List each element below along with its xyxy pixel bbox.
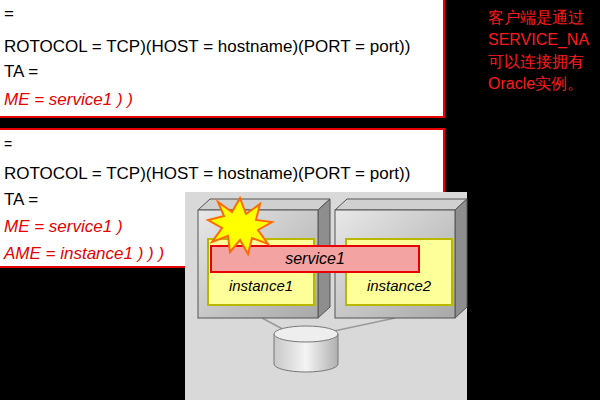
service-name: service1	[285, 249, 345, 269]
code-line: ME = service1 )	[4, 217, 123, 237]
instance-name: instance2	[367, 276, 431, 296]
service-bar: service1	[210, 245, 420, 273]
code-line: TA =	[4, 62, 38, 82]
database-cylinder	[274, 326, 338, 372]
code-line: =	[4, 134, 12, 154]
instance-name: instance1	[229, 276, 293, 296]
connect-string-box: = ROTOCOL = TCP)(HOST = hostname)(PORT = …	[0, 0, 445, 118]
callout-note: 客户端是通过 SERVICE_NA 可以连接拥有 Oracle实例。	[488, 7, 600, 95]
code-line: TA =	[4, 190, 38, 210]
code-line: ROTOCOL = TCP)(HOST = hostname)(PORT = p…	[4, 164, 410, 184]
server-cube	[335, 199, 467, 318]
code-line: AME = instance1 ) ) )	[4, 244, 164, 264]
code-line: ROTOCOL = TCP)(HOST = hostname)(PORT = p…	[4, 37, 410, 57]
failure-burst	[208, 198, 272, 254]
code-line: ME = service1 ) )	[4, 90, 133, 110]
illustration-panel	[185, 192, 467, 400]
server-cube	[198, 199, 330, 318]
code-line: =	[4, 4, 14, 24]
